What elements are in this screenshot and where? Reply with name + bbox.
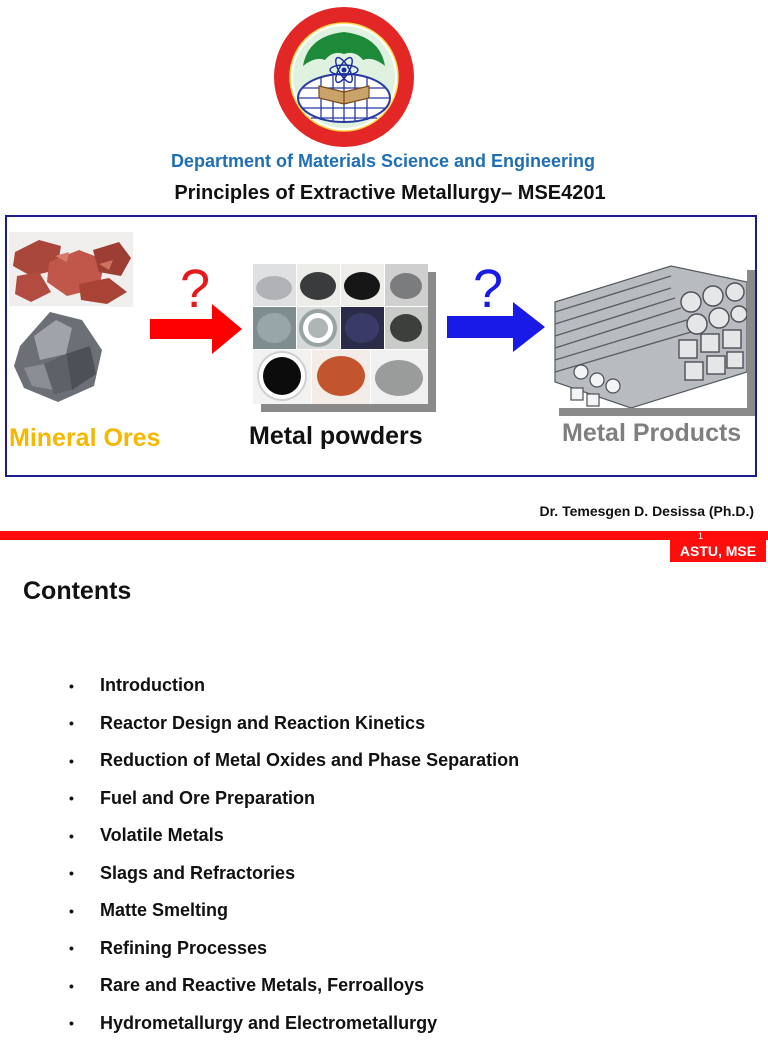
contents-heading: Contents [23,577,131,606]
affiliation-badge: ASTU, MSE [670,540,766,562]
list-item-label: Rare and Reactive Metals, Ferroalloys [100,975,424,996]
bullet-icon: • [69,1015,100,1031]
list-item-label: Fuel and Ore Preparation [100,788,315,809]
course-title: Principles of Extractive Metallurgy– MSE… [0,182,768,205]
list-item: •Slags and Refractories [69,855,519,893]
list-item: •Reduction of Metal Oxides and Phase Sep… [69,742,519,780]
list-item-label: Hydrometallurgy and Electrometallurgy [100,1013,437,1034]
red-ore-photo [9,232,133,307]
metal-powders-photo [253,264,428,404]
metal-powders-label: Metal powders [249,422,423,451]
bullet-icon: • [69,715,100,731]
list-item-label: Matte Smelting [100,900,228,921]
list-item: •Reactor Design and Reaction Kinetics [69,705,519,743]
bullet-icon: • [69,903,100,919]
metal-products-label: Metal Products [562,419,741,448]
list-item-label: Introduction [100,675,205,696]
list-item: •Hydrometallurgy and Electrometallurgy [69,1005,519,1042]
bullet-icon: • [69,678,100,694]
list-item-label: Slags and Refractories [100,863,295,884]
metal-products-photo [551,262,747,408]
list-item: •Refining Processes [69,930,519,968]
list-item: •Rare and Reactive Metals, Ferroalloys [69,967,519,1005]
list-item: •Fuel and Ore Preparation [69,780,519,818]
bullet-icon: • [69,753,100,769]
mineral-ores-label: Mineral Ores [9,424,160,453]
list-item: •Volatile Metals [69,817,519,855]
bullet-icon: • [69,940,100,956]
footer-red-bar [0,531,768,540]
grey-ore-photo [10,306,110,406]
list-item-label: Volatile Metals [100,825,224,846]
contents-list: •Introduction •Reactor Design and Reacti… [69,667,519,1042]
list-item: •Introduction [69,667,519,705]
university-logo [273,6,415,148]
list-item: •Matte Smelting [69,892,519,930]
bullet-icon: • [69,790,100,806]
author-name: Dr. Temesgen D. Desissa (Ph.D.) [540,503,754,519]
red-arrow-icon [150,304,242,354]
list-item-label: Reactor Design and Reaction Kinetics [100,713,425,734]
list-item-label: Refining Processes [100,938,267,959]
bullet-icon: • [69,978,100,994]
bullet-icon: • [69,828,100,844]
department-name: Department of Materials Science and Engi… [0,151,766,172]
blue-arrow-icon [447,302,545,352]
list-item-label: Reduction of Metal Oxides and Phase Sepa… [100,750,519,771]
bullet-icon: • [69,865,100,881]
